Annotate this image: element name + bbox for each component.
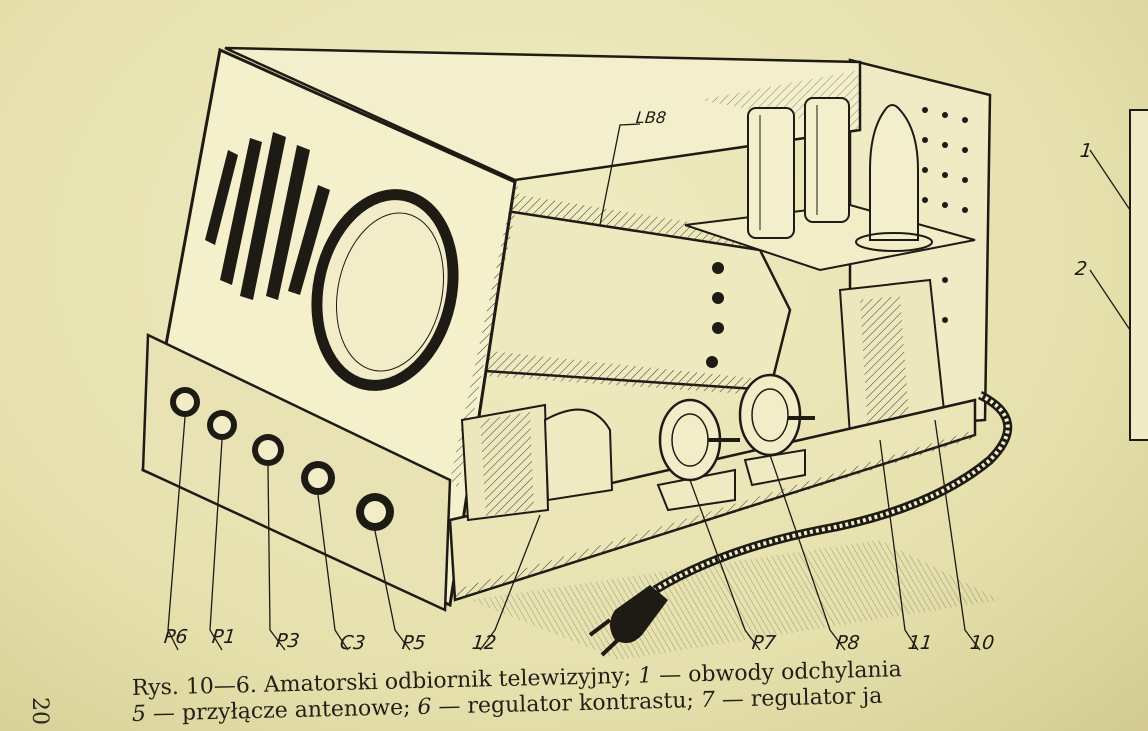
transformer-right bbox=[838, 278, 947, 437]
label-side-1: 1 bbox=[1078, 140, 1094, 162]
vacuum-tube-1 bbox=[747, 107, 795, 239]
caption-item-7-text: — regulator ja bbox=[714, 683, 883, 713]
vacuum-tube-2 bbox=[804, 97, 850, 223]
potentiometer-p8 bbox=[738, 373, 815, 487]
potentiometer-p7 bbox=[656, 398, 740, 512]
label-p1: P1 bbox=[210, 626, 237, 648]
knob-c3 bbox=[301, 461, 335, 495]
power-plug bbox=[610, 585, 668, 644]
knob-p1 bbox=[207, 410, 237, 440]
speaker-grille bbox=[205, 132, 330, 300]
knob-p3 bbox=[252, 434, 284, 466]
label-p5: P5 bbox=[400, 632, 427, 654]
label-p3: P3 bbox=[274, 630, 301, 652]
cabinet-top-cover bbox=[224, 46, 862, 182]
page-number: 20 bbox=[27, 697, 52, 725]
label-p6: P6 bbox=[162, 626, 189, 648]
caption-item-5-num: 5 bbox=[131, 701, 147, 727]
transformer-left bbox=[460, 403, 614, 522]
label-p8: P8 bbox=[834, 632, 861, 654]
knob-p5 bbox=[356, 493, 394, 531]
caption-item-7-num: 7 bbox=[700, 687, 716, 714]
control-knobs bbox=[170, 387, 394, 531]
label-10: 10 bbox=[968, 632, 996, 654]
adjacent-figure bbox=[1129, 109, 1148, 441]
potentiometers bbox=[656, 373, 815, 512]
crt-tube bbox=[468, 195, 792, 395]
vacuum-tube-3 bbox=[869, 104, 919, 241]
label-tube-lb8: LB8 bbox=[635, 108, 668, 127]
crt-screen bbox=[311, 189, 459, 391]
knob-p6 bbox=[170, 387, 200, 417]
label-12: 12 bbox=[470, 632, 498, 654]
tube-shelf bbox=[684, 97, 976, 272]
label-p7: P7 bbox=[750, 632, 777, 654]
label-c3: C3 bbox=[338, 632, 367, 654]
power-cord bbox=[588, 390, 1013, 657]
caption-item-1-num: 1 bbox=[637, 663, 653, 689]
label-11: 11 bbox=[906, 632, 934, 654]
leader-lines bbox=[167, 123, 1131, 651]
ground-shadow bbox=[470, 540, 1000, 660]
label-side-2: 2 bbox=[1073, 258, 1089, 280]
caption-item-6-num: 6 bbox=[417, 694, 432, 721]
